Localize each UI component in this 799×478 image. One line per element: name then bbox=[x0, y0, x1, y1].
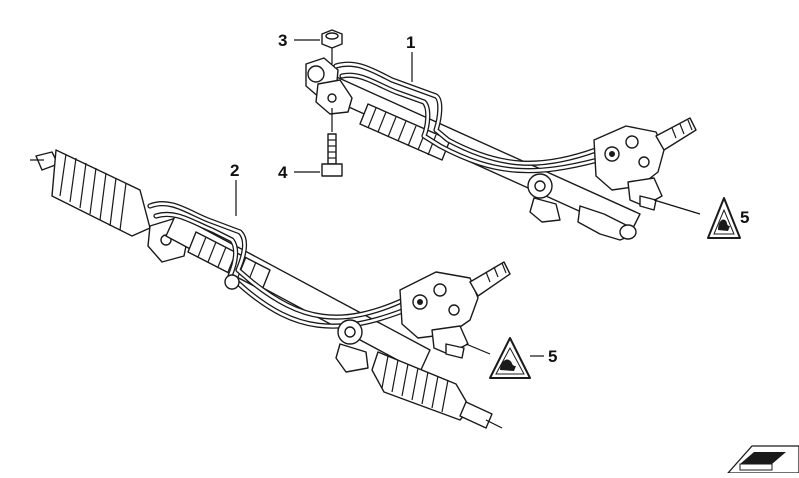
callout-2[interactable]: 2 bbox=[230, 161, 239, 216]
callout-5-upper[interactable]: 5 bbox=[653, 197, 749, 239]
warning-triangle-icon bbox=[489, 337, 531, 379]
callout-1[interactable]: 1 bbox=[406, 33, 415, 82]
callout-2-label: 2 bbox=[230, 161, 239, 180]
callout-3[interactable]: 3 bbox=[278, 31, 320, 50]
hex-nut bbox=[321, 29, 343, 49]
callout-3-label: 3 bbox=[278, 31, 287, 50]
steering-rack-upper bbox=[305, 57, 697, 241]
callout-4[interactable]: 4 bbox=[278, 163, 320, 182]
warning-triangle-icon bbox=[707, 197, 741, 239]
steering-rack-lower bbox=[30, 149, 511, 429]
callout-4-label: 4 bbox=[278, 163, 288, 182]
callout-1-label: 1 bbox=[406, 33, 415, 52]
callout-5-upper-label: 5 bbox=[740, 208, 749, 227]
callout-5-lower[interactable]: 5 bbox=[465, 337, 557, 379]
callout-5-lower-label: 5 bbox=[548, 347, 557, 366]
mounting-bolt bbox=[321, 133, 343, 177]
diagram-id-tab-icon bbox=[726, 445, 799, 474]
